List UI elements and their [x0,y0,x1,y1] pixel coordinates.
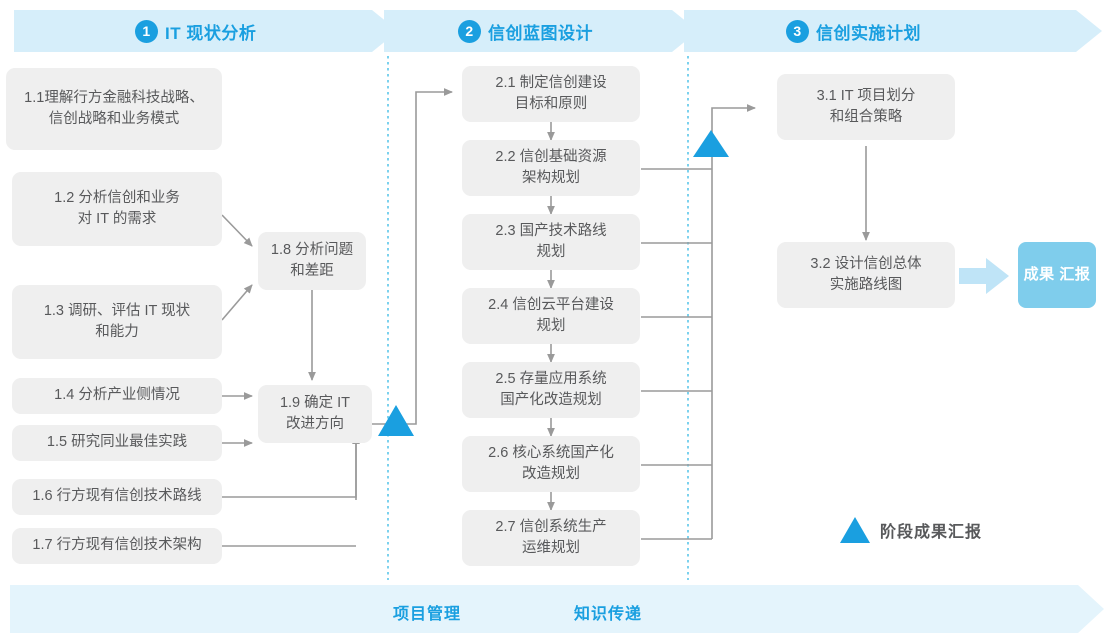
task-3-1-line-1: 3.1 IT 项目划分 [816,87,916,104]
task-2-6-line-1: 2.6 核心系统国产化 [488,444,614,461]
task-2-4-line-2: 规划 [536,318,566,334]
task-2-1-line-1: 2.1 制定信创建设 [495,74,607,91]
phase-label-2[interactable]: 2 信创蓝图设计 [458,10,593,52]
task-box-3-1[interactable]: 3.1 IT 项目划分 和组合策略 [777,74,955,140]
task-2-7-line-1: 2.7 信创系统生产 [495,518,607,535]
phase-number-1: 1 [135,19,158,43]
task-3-1-line-2: 和组合策略 [829,109,903,125]
task-2-3-line-2: 规划 [536,244,566,260]
phase-title-1: IT 现状分析 [165,23,257,43]
task-box-3-2[interactable]: 3.2 设计信创总体 实施路线图 [777,242,955,308]
task-box-1-3[interactable]: 1.3 调研、评估 IT 现状 和能力 [12,285,222,359]
bottom-label-text-2: 知识传递 [574,606,643,623]
task-2-7-line-2: 运维规划 [522,540,580,556]
task-1-2-line-2: 对 IT 的需求 [77,211,157,227]
legend-label: 阶段成果汇报 [880,524,983,541]
task-box-1-1[interactable]: 1.1理解行方金融科技战略、 信创战略和业务模式 [6,68,222,150]
task-box-1-4[interactable]: 1.4 分析产业侧情况 [12,378,222,414]
task-3-2-line-2: 实施路线图 [829,277,903,293]
task-2-5-line-2: 国产化改造规划 [500,392,602,408]
task-box-1-8[interactable]: 1.8 分析问题 和差距 [258,232,366,290]
task-box-2-2[interactable]: 2.2 信创基础资源 架构规划 [462,140,640,196]
task-2-4-line-1: 2.4 信创云平台建设 [488,296,614,313]
task-2-5-line-1: 2.5 存量应用系统 [495,370,607,387]
milestone-triangle-phase1 [378,405,414,436]
bottom-band-label-project-management: 项目管理 [393,600,461,624]
task-1-4-line-1: 1.4 分析产业侧情况 [54,387,180,404]
task-box-2-6[interactable]: 2.6 核心系统国产化 改造规划 [462,436,640,492]
phase-number-2: 2 [458,19,481,43]
phase1-to-phase2-connector [372,88,453,425]
phase-number-3: 3 [786,19,809,43]
task-2-6-line-2: 改造规划 [522,466,580,482]
phase-label-3[interactable]: 3 信创实施计划 [786,10,921,52]
task-box-2-7[interactable]: 2.7 信创系统生产 运维规划 [462,510,640,566]
task-box-1-7[interactable]: 1.7 行方现有信创技术架构 [12,528,222,564]
task-box-2-5[interactable]: 2.5 存量应用系统 国产化改造规划 [462,362,640,418]
task-1-3-line-2: 和能力 [95,324,139,340]
task-1-8-line-2: 和差距 [290,263,334,279]
task-box-2-3[interactable]: 2.3 国产技术路线 规划 [462,214,640,270]
legend: 阶段成果汇报 [840,517,982,543]
task-box-1-9[interactable]: 1.9 确定 IT 改进方向 [258,385,372,443]
task-1-2-line-1: 1.2 分析信创和业务 [54,189,180,206]
task-box-1-5[interactable]: 1.5 研究同业最佳实践 [12,425,222,461]
phase-title-3: 信创实施计划 [816,23,921,43]
bottom-label-text-1: 项目管理 [393,606,462,623]
task-1-1-line-1: 1.1理解行方金融科技战略、 [24,89,204,106]
task-1-6-line-1: 1.6 行方现有信创技术路线 [32,488,202,505]
task-1-8-line-1: 1.8 分析问题 [270,241,354,258]
result-arrow [959,258,1009,294]
phase2-to-phase3-connector [641,104,756,540]
task-box-1-2[interactable]: 1.2 分析信创和业务 对 IT 的需求 [12,172,222,246]
milestone-triangle-phase2 [693,130,729,157]
task-1-1-line-2: 信创战略和业务模式 [48,111,180,127]
task-1-9-line-2: 改进方向 [285,416,344,432]
task-1-5-line-1: 1.5 研究同业最佳实践 [46,434,188,451]
result-badge-line-2: 汇报 [1059,266,1091,284]
task-2-3-line-1: 2.3 国产技术路线 [495,222,607,239]
phase-label-1[interactable]: 1 IT 现状分析 [135,10,256,52]
task-2-2-line-1: 2.2 信创基础资源 [495,148,607,165]
bottom-band-label-knowledge-transfer: 知识传递 [574,600,642,624]
phase-title-2: 信创蓝图设计 [488,23,593,43]
task-3-2-line-1: 3.2 设计信创总体 [810,255,922,272]
task-box-2-1[interactable]: 2.1 制定信创建设 目标和原则 [462,66,640,122]
task-1-9-line-1: 1.9 确定 IT [279,394,351,411]
task-1-7-line-1: 1.7 行方现有信创技术架构 [32,537,202,554]
task-box-2-4[interactable]: 2.4 信创云平台建设 规划 [462,288,640,344]
result-badge-line-1: 成果 [1023,266,1055,284]
task-1-3-line-1: 1.3 调研、评估 IT 现状 [43,302,191,319]
result-badge[interactable]: 成果 汇报 [1018,242,1096,308]
task-2-1-line-2: 目标和原则 [514,96,588,112]
milestone-triangle-icon [840,517,870,543]
task-box-1-6[interactable]: 1.6 行方现有信创技术路线 [12,479,222,515]
bottom-band-shape [10,585,1104,633]
task-2-2-line-2: 架构规划 [522,170,580,186]
